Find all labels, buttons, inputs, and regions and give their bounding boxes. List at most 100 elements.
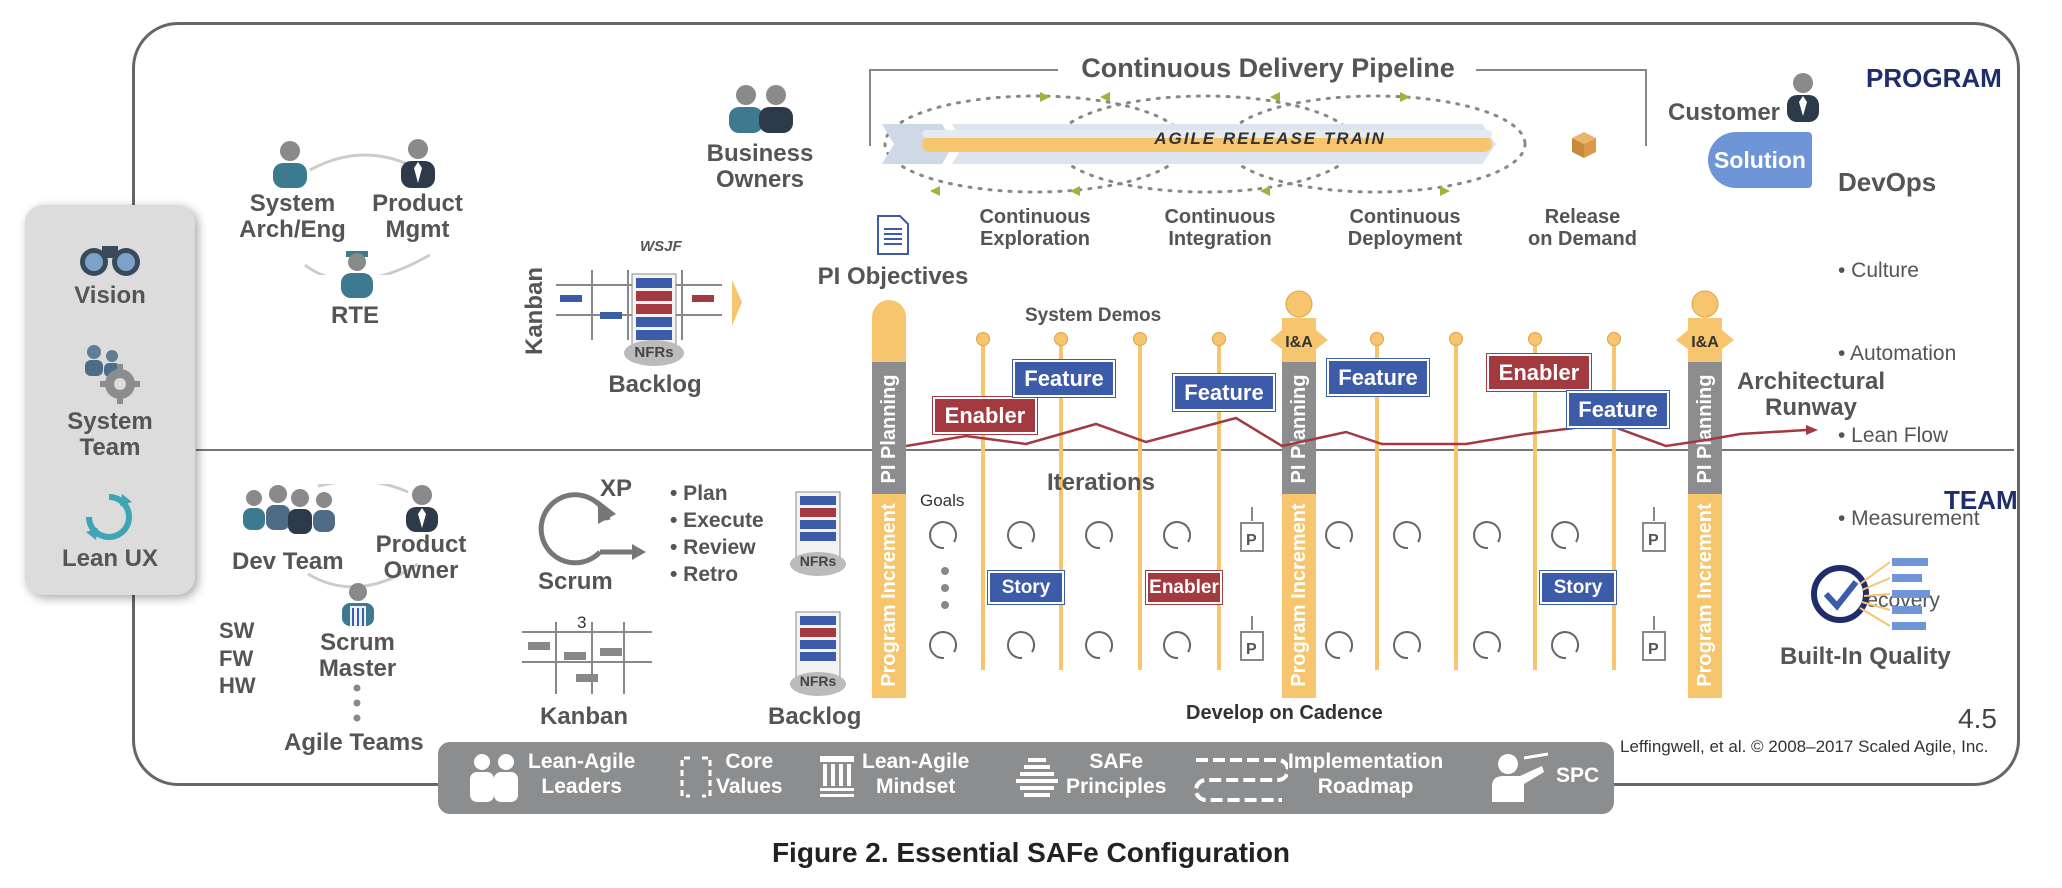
stage-integration: Continuous Integration (1164, 206, 1276, 250)
lean-ux-label: Lean UX (61, 545, 159, 572)
ip-iteration-icon: P (1240, 616, 1264, 661)
left-panel (25, 205, 195, 595)
enabler-story-card: Enabler (1146, 571, 1222, 604)
system-team-label: System Team (67, 408, 153, 462)
version-label: 4.5 (1958, 703, 1997, 734)
team-nfrs-label-2: NFRs (799, 673, 837, 689)
feature-card: Feature (1327, 359, 1429, 396)
story-card: Story (988, 571, 1064, 604)
scrum-master-label: Scrum Master (318, 629, 397, 683)
demo-pin (1212, 332, 1226, 346)
devops-item: • Measurement (1838, 506, 1980, 530)
ia-label-1: I&A (1285, 334, 1313, 351)
product-owner-label: Product Owner (375, 531, 467, 585)
scrum-step: • Retro (670, 563, 739, 586)
goals-label: Goals (920, 491, 965, 510)
mindset-icon (820, 756, 854, 797)
xp-label: XP (600, 475, 633, 502)
iteration-line (1138, 340, 1142, 670)
pi-objectives-icon (877, 215, 909, 255)
product-owner-icon (406, 485, 438, 532)
demo-pin (1370, 332, 1384, 346)
devops-item: • Culture (1838, 259, 1919, 282)
team-title: TEAM (1944, 485, 2018, 515)
ip-iteration-icon: P (1240, 507, 1264, 552)
pi-objectives-label: PI Objectives (817, 263, 969, 290)
dev-team-label: Dev Team (232, 548, 344, 575)
program-increment-label-3: Program Increment (1694, 503, 1716, 687)
rte-label: RTE (331, 302, 379, 329)
agile-teams-label: Agile Teams (284, 729, 424, 756)
iteration-line (981, 340, 985, 670)
ip-iteration-icon: P (1642, 507, 1666, 552)
feature-card: Feature (1567, 391, 1669, 428)
kanban-wip-label: 3 (577, 613, 587, 632)
business-owners-label: Business Owners (706, 140, 814, 194)
iteration-cycles-row-2 (929, 631, 1579, 660)
scrum-master-icon (342, 583, 374, 626)
release-box-icon (1572, 132, 1596, 158)
copyright-label: Leffingwell, et al. © 2008–2017 Scaled A… (1620, 737, 1989, 756)
principles-icon (1016, 758, 1058, 797)
demo-pin (976, 332, 990, 346)
devops-title: DevOps (1838, 167, 1937, 197)
figure-caption: Figure 2. Essential SAFe Configuration (771, 837, 1291, 868)
ia-label-2: I&A (1691, 334, 1719, 351)
iteration-line (1454, 340, 1458, 670)
program-backlog-label: Backlog (608, 371, 702, 398)
team-backlog-icon-1 (790, 491, 846, 576)
bottom-item-spc: SPC (1556, 764, 1600, 787)
devops-item: • Lean Flow (1838, 424, 1949, 447)
program-kanban-label: Kanban (521, 267, 548, 356)
wsjf-label: WSJF (640, 238, 682, 255)
feature-card: Feature (1173, 374, 1275, 411)
bottom-item-leaders: Lean-Agile Leaders (528, 750, 636, 798)
bottom-item-core-values: Core Values (716, 750, 783, 798)
leaders-icon (470, 754, 518, 802)
scrum-step: • Execute (670, 509, 764, 532)
binoculars-icon (80, 246, 140, 276)
pi-planning-label-1: PI Planning (878, 374, 900, 484)
system-arch-icon (273, 141, 307, 188)
enabler-card: Enabler (1487, 354, 1591, 391)
architectural-runway-line (906, 416, 1818, 448)
agile-teams-dots (353, 684, 361, 722)
customer-label: Customer (1668, 99, 1781, 126)
core-values-icon (680, 756, 712, 798)
team-kanban-label: Kanban (540, 703, 629, 730)
svg-text:P: P (1648, 641, 1659, 658)
scrum-steps: • Plan • Execute • Review • Retro (670, 480, 764, 588)
product-mgmt-label: Product Mgmt (372, 190, 463, 244)
pi-planning-block-1 (872, 362, 906, 494)
built-in-quality-label: Built-In Quality (1780, 643, 1951, 670)
team-kanban-icon (522, 622, 652, 694)
product-mgmt-icon (401, 139, 435, 188)
scrum-cycle-icon (538, 492, 646, 566)
bottom-item-principles: SAFe Principles (1066, 750, 1167, 798)
vision-label: Vision (74, 282, 146, 309)
develop-on-cadence-label: Develop on Cadence (1186, 702, 1383, 724)
iteration-line (1533, 340, 1537, 670)
scrum-label: Scrum (538, 568, 613, 595)
pipeline-title: Continuous Delivery Pipeline (1081, 53, 1455, 83)
team-backlog-icon-2 (790, 611, 846, 696)
svg-text:P: P (1246, 532, 1257, 549)
demo-pin (1054, 332, 1068, 346)
ellipsis-dots (941, 567, 949, 609)
release-train-bar (882, 124, 1496, 164)
demo-pin (1133, 332, 1147, 346)
scrum-step: • Plan (670, 482, 728, 505)
bottom-item-mindset: Lean-Agile Mindset (862, 750, 970, 798)
release-train-label: AGILE RELEASE TRAIN (1154, 129, 1386, 148)
devops-item: • Automation (1838, 341, 1957, 365)
stage-deployment: Continuous Deployment (1347, 206, 1463, 250)
sw-fw-hw-label: SW FW HW (219, 618, 256, 698)
ia-icon-1 (1270, 290, 1328, 362)
iteration-line (1612, 340, 1616, 670)
program-backlog-icon (556, 270, 742, 366)
foundation-bar (438, 742, 1614, 814)
program-nfrs-label: NFRs (634, 344, 674, 361)
team-backlog-label: Backlog (768, 703, 862, 730)
customer-icon (1787, 73, 1819, 122)
bottom-item-roadmap: Implementation Roadmap (1288, 750, 1444, 798)
